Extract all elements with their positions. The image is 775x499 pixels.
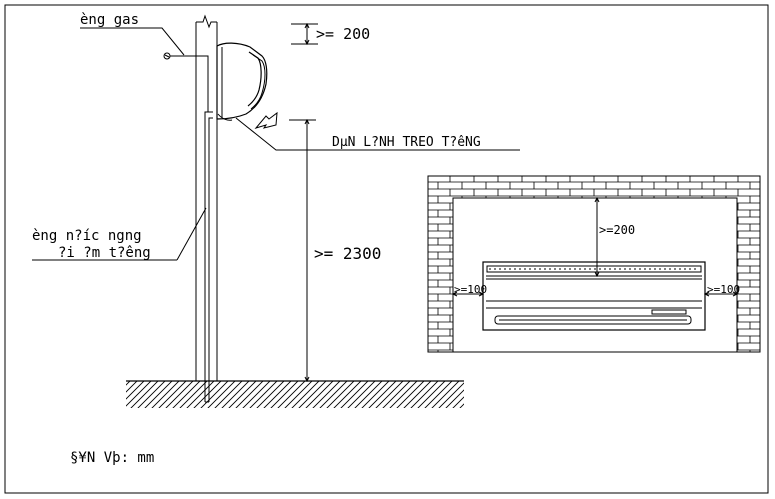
gas-leader <box>80 27 185 56</box>
indoor-unit-leader <box>235 117 520 151</box>
unit-note-label: §¥N Vþ: mm <box>70 450 154 466</box>
side-view <box>32 14 520 408</box>
indoor-unit-label: DµN L?NH TREO T?êNG <box>332 135 481 150</box>
inner-top-clearance-label: >=200 <box>599 223 635 237</box>
inner-left-clearance-label: >=100 <box>454 283 487 296</box>
height-clearance-label: >= 2300 <box>314 244 381 263</box>
front-view <box>427 175 761 353</box>
drain-leader <box>176 207 207 261</box>
gas-pipe-label: èng gas <box>80 12 139 28</box>
brick-wall-recess <box>427 175 761 353</box>
wall-break-mark <box>196 14 217 29</box>
ground-hatch <box>126 381 464 408</box>
drain-pipe <box>204 111 213 402</box>
inner-right-clearance-label: >=100 <box>707 283 740 296</box>
indoor-unit-side-icon <box>216 42 268 121</box>
top-clearance-label: >= 200 <box>316 25 370 43</box>
drain-pipe-label-line2: ?i ?m t?êng <box>58 245 151 261</box>
airflow-arrow-icon <box>254 111 278 129</box>
gas-pipe <box>167 55 209 112</box>
indoor-unit-front-icon <box>482 261 706 331</box>
drawing-border <box>4 4 769 494</box>
drain-pipe-label-line1: èng n?íc ngng <box>32 228 142 244</box>
